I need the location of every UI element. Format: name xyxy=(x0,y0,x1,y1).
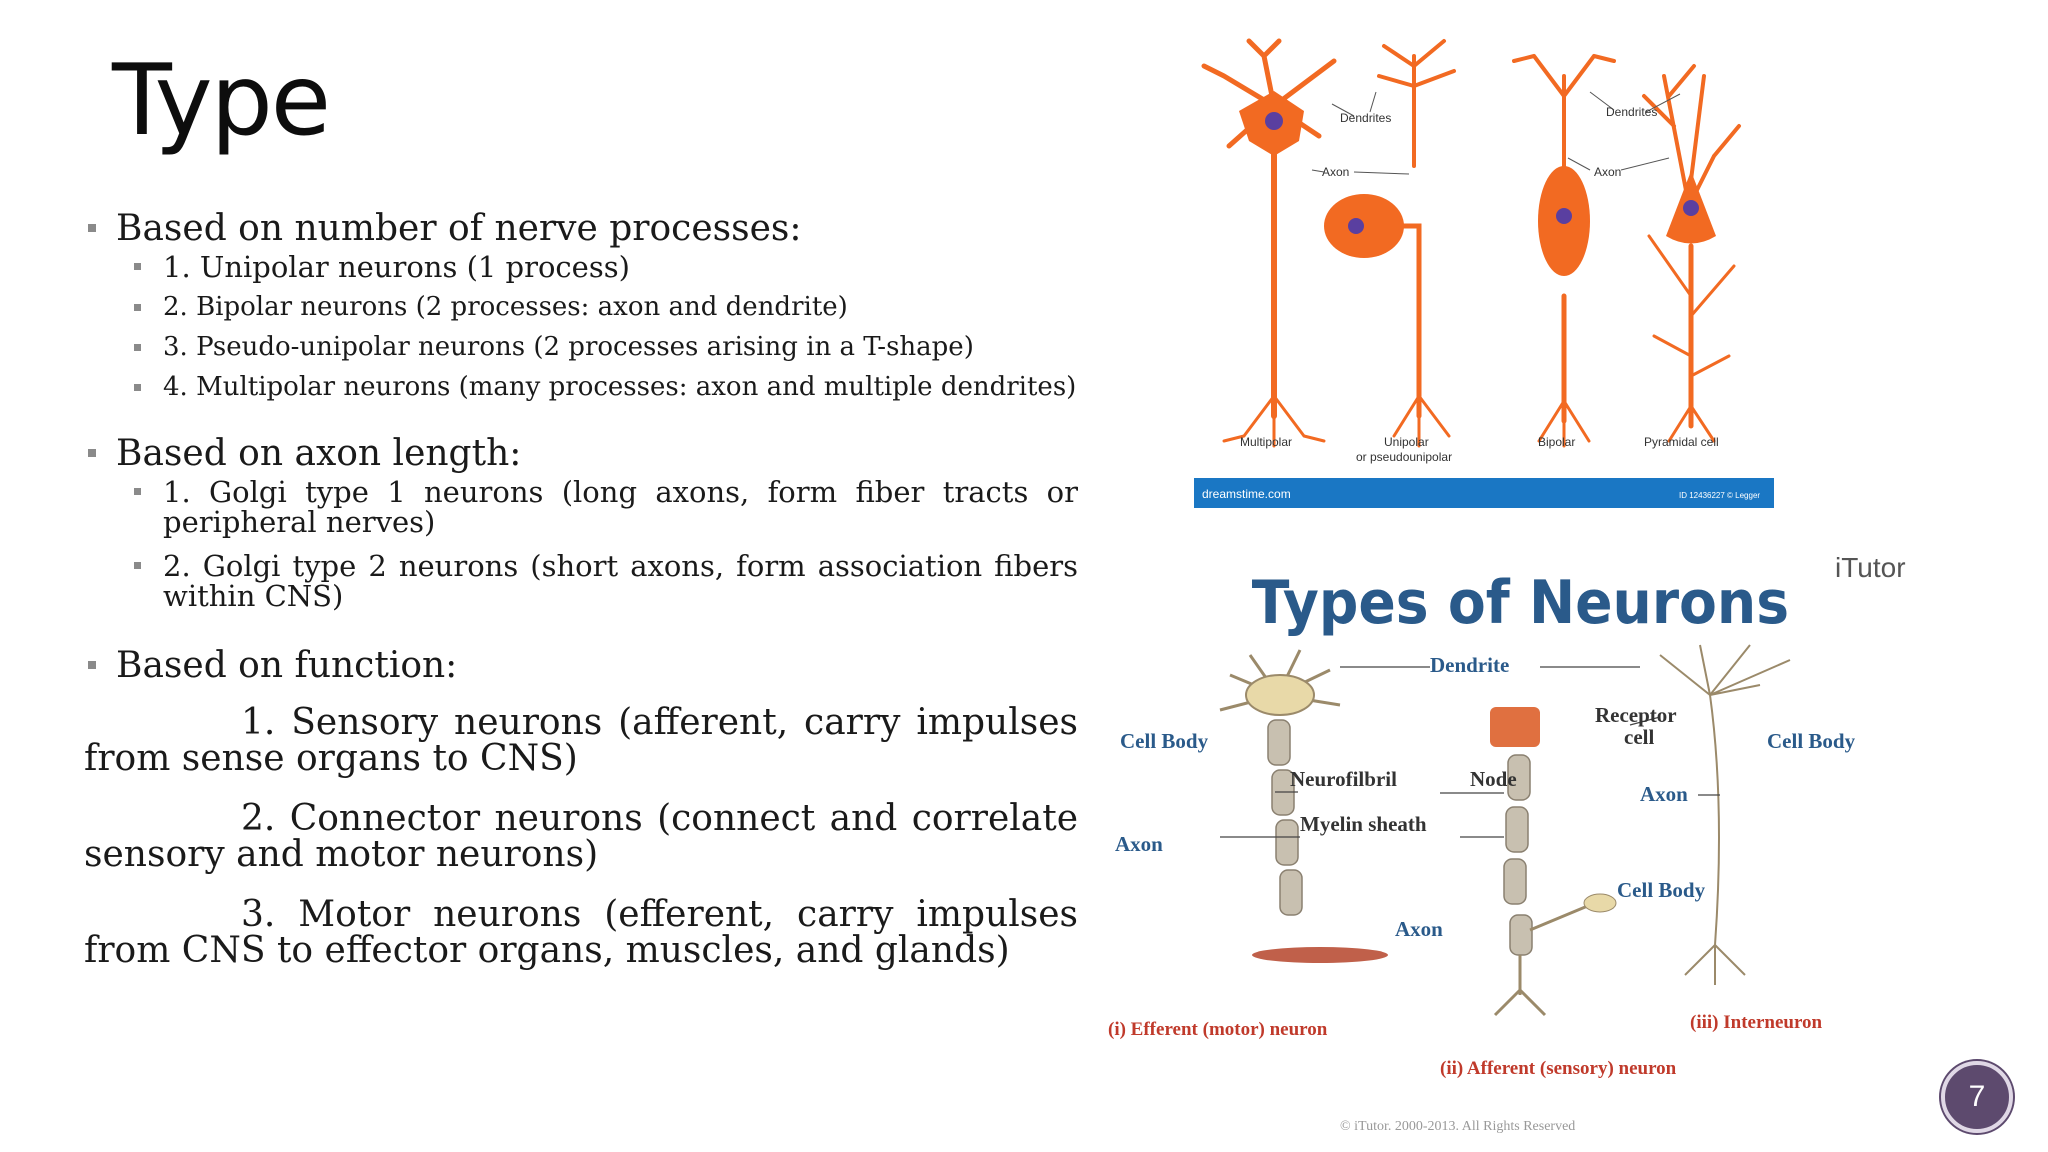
paragraph: 1. Sensory neurons (afferent, carry impu… xyxy=(84,702,1078,779)
label-axon-mid: Axon xyxy=(1395,917,1443,941)
bullet-square-icon xyxy=(134,562,141,569)
paragraph: 3. Motor neurons (efferent, carry impuls… xyxy=(84,894,1078,971)
label-bipolar: Bipolar xyxy=(1538,435,1575,449)
label-cell-body-mid: Cell Body xyxy=(1617,878,1706,902)
label-axon-right: Axon xyxy=(1594,165,1621,179)
bullet-square-icon xyxy=(134,263,141,270)
section-heading: Based on function: xyxy=(84,645,1078,687)
page-number-badge: 7 xyxy=(1941,1061,2013,1133)
list-item-text: 4. Multipolar neurons (many processes: a… xyxy=(163,372,1077,402)
label-neurofibril: Neurofilbril xyxy=(1290,767,1397,791)
label-axon-left: Axon xyxy=(1115,832,1163,856)
label-dendrites-right: Dendrites xyxy=(1606,105,1657,119)
figure-title: Types of Neurons xyxy=(1252,567,1789,638)
list-item-text: 1. Unipolar neurons (1 process) xyxy=(163,250,630,284)
label-cell-body-right: Cell Body xyxy=(1767,729,1856,753)
list-item: 3. Pseudo-unipolar neurons (2 processes … xyxy=(84,334,1078,361)
list-item-text: 2. Golgi type 2 neurons (short axons, fo… xyxy=(163,549,1078,613)
section-heading-text: Based on number of nerve processes: xyxy=(116,208,802,249)
itutor-neurons-illustration: Types of Neurons iTutor xyxy=(1108,552,1906,1134)
neuron-types-figure: Dendrites Dendrites Axon Axon Multipolar… xyxy=(1194,36,1774,510)
list-item-text: 3. Pseudo-unipolar neurons (2 processes … xyxy=(163,332,974,362)
list-item: 2. Golgi type 2 neurons (short axons, fo… xyxy=(84,551,1078,611)
label-axon-left: Axon xyxy=(1322,165,1349,179)
slide-content: Based on number of nerve processes: 1. U… xyxy=(84,208,1078,969)
slide-title: Type xyxy=(112,44,331,158)
section-heading: Based on axon length: xyxy=(84,433,1078,475)
label-cell-body-left: Cell Body xyxy=(1120,729,1209,753)
bullet-square-icon xyxy=(134,344,141,351)
bullet-square-icon xyxy=(134,384,141,391)
label-pseudounipolar: or pseudounipolar xyxy=(1356,450,1452,464)
list-item: 1. Unipolar neurons (1 process) xyxy=(84,252,1078,282)
section-heading-text: Based on function: xyxy=(116,645,458,686)
neuron-types-illustration: Dendrites Dendrites Axon Axon Multipolar… xyxy=(1194,38,1774,508)
list-item: 1. Golgi type 1 neurons (long axons, for… xyxy=(84,477,1078,537)
bullet-square-icon xyxy=(134,304,141,311)
label-axon-right: Axon xyxy=(1640,782,1688,806)
section-heading-text: Based on axon length: xyxy=(116,433,522,474)
brand-logo: iTutor xyxy=(1835,552,1906,583)
list-item: 2. Bipolar neurons (2 processes: axon an… xyxy=(84,294,1078,321)
label-receptor: Receptor xyxy=(1595,703,1677,727)
receptor-shape xyxy=(1490,707,1540,747)
motor-cell-body-shape xyxy=(1245,674,1315,716)
watermark-left: dreamstime.com xyxy=(1202,487,1291,501)
bullet-square-icon xyxy=(88,661,96,669)
list-item: 4. Multipolar neurons (many processes: a… xyxy=(84,374,1078,401)
label-multipolar: Multipolar xyxy=(1240,435,1292,449)
bullet-square-icon xyxy=(88,449,96,457)
label-unipolar: Unipolar xyxy=(1384,435,1429,449)
list-item-text: 1. Golgi type 1 neurons (long axons, for… xyxy=(163,475,1078,539)
label-receptor-cell: cell xyxy=(1624,725,1654,749)
bullet-square-icon xyxy=(134,488,141,495)
label-myelin-sheath: Myelin sheath xyxy=(1300,812,1427,836)
section-heading: Based on number of nerve processes: xyxy=(84,208,1078,250)
itutor-neurons-figure: Types of Neurons iTutor xyxy=(1100,545,1930,1135)
caption-interneuron: (iii) Interneuron xyxy=(1690,1012,1823,1033)
copyright-text: © iTutor. 2000-2013. All Rights Reserved xyxy=(1340,1119,1575,1134)
motor-end-plate-shape xyxy=(1252,947,1388,963)
caption-afferent: (ii) Afferent (sensory) neuron xyxy=(1440,1058,1677,1079)
watermark-bar xyxy=(1194,478,1774,508)
label-dendrite: Dendrite xyxy=(1430,653,1509,677)
label-dendrites-left: Dendrites xyxy=(1340,111,1391,125)
watermark-right: ID 12436227 © Legger xyxy=(1679,491,1760,500)
label-pyramidal: Pyramidal cell xyxy=(1644,435,1719,449)
label-node: Node xyxy=(1470,767,1517,791)
caption-efferent: (i) Efferent (motor) neuron xyxy=(1108,1019,1328,1040)
bullet-square-icon xyxy=(88,224,96,232)
paragraph: 2. Connector neurons (connect and correl… xyxy=(84,798,1078,875)
list-item-text: 2. Bipolar neurons (2 processes: axon an… xyxy=(163,292,848,322)
